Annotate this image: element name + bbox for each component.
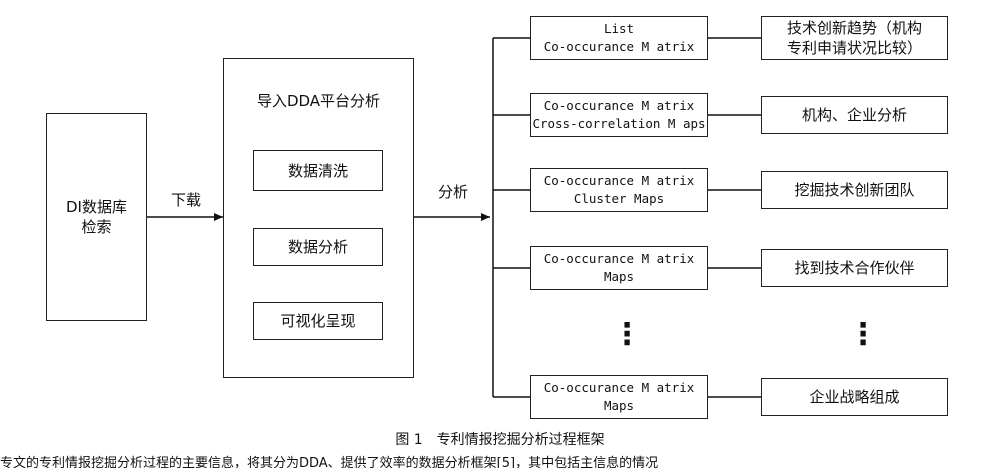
method-box-3: Co-occurance M atrix Cluster Maps bbox=[530, 168, 708, 212]
outcome-box-4: 找到技术合作伙伴 bbox=[761, 249, 948, 287]
di-database-search-box: DI数据库 检索 bbox=[46, 113, 147, 321]
method-box-4: Co-occurance M atrix Maps bbox=[530, 246, 708, 290]
figure-caption: 图 1 专利情报挖掘分析过程框架 bbox=[395, 432, 605, 448]
method-box-5: Co-occurance M atrix Maps bbox=[530, 375, 708, 419]
search-box-line1: DI数据库 bbox=[66, 198, 127, 216]
search-box-line2: 检索 bbox=[81, 218, 112, 236]
step-data-analysis: 数据分析 bbox=[253, 228, 383, 266]
step-visualization: 可视化呈现 bbox=[253, 302, 383, 340]
outcome-ellipsis: ⋮ bbox=[848, 317, 878, 352]
download-label: 下载 bbox=[171, 191, 202, 209]
outcome-box-1: 技术创新趋势（机构 专利申请状况比较） bbox=[761, 16, 948, 60]
outcome-box-5: 企业战略组成 bbox=[761, 378, 948, 416]
method-box-2: Co-occurance M atrix Cross-correlation M… bbox=[530, 93, 708, 137]
method-box-1: List Co-occurance M atrix bbox=[530, 16, 708, 60]
analysis-label: 分析 bbox=[438, 183, 469, 201]
platform-title: 导入DDA平台分析 bbox=[256, 92, 381, 110]
step-data-cleaning: 数据清洗 bbox=[253, 150, 383, 191]
method-ellipsis: ⋮ bbox=[612, 317, 642, 352]
body-text-cutoff: 专文的专利情报挖掘分析过程的主要信息，将其分为DDA、提供了效率的数据分析框架[… bbox=[0, 456, 659, 468]
outcome-box-2: 机构、企业分析 bbox=[761, 96, 948, 134]
outcome-box-3: 挖掘技术创新团队 bbox=[761, 171, 948, 209]
